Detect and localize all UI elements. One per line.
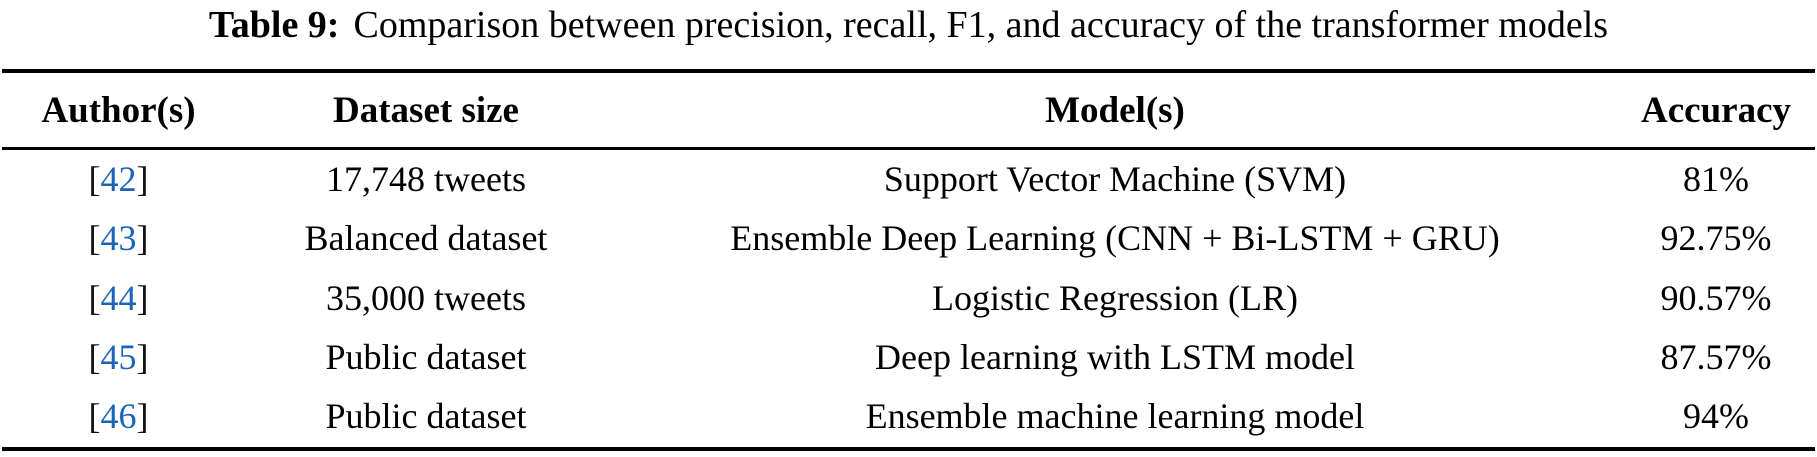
citation-bracket-open: [: [88, 158, 101, 199]
column-header-accuracy: Accuracy: [1641, 90, 1791, 132]
model-cell: Support Vector Machine (SVM): [883, 158, 1347, 199]
citation-cell: [43]: [88, 218, 149, 259]
citation-bracket-open: [: [88, 396, 101, 437]
dataset-size-cell: Public dataset: [325, 337, 527, 378]
citation-cell: [45]: [88, 337, 149, 378]
model-cell: Logistic Regression (LR): [932, 277, 1298, 318]
table-caption-text: Comparison between precision, recall, F1…: [353, 4, 1609, 46]
table-header-rule: [2, 147, 1815, 150]
citation-bracket-open: [: [88, 277, 101, 318]
column-header-dataset: Dataset size: [333, 90, 519, 132]
citation-cell: [42]: [88, 158, 149, 200]
table-caption-label: Table 9:: [208, 4, 340, 46]
model-cell: Ensemble Deep Learning (CNN + Bi-LSTM + …: [730, 218, 1500, 259]
table-top-rule: [2, 69, 1815, 73]
table-bottom-rule: [2, 447, 1815, 451]
accuracy-cell: 92.75%: [1660, 218, 1772, 259]
citation-link[interactable]: 44: [100, 277, 137, 318]
citation-bracket-close: ]: [136, 277, 149, 318]
dataset-size-cell: Public dataset: [325, 396, 527, 437]
citation-link[interactable]: 43: [100, 218, 137, 259]
model-cell: Deep learning with LSTM model: [875, 337, 1355, 378]
citation-bracket-close: ]: [136, 158, 149, 199]
citation-link[interactable]: 45: [100, 337, 137, 378]
citation-bracket-close: ]: [136, 396, 149, 437]
citation-bracket-open: [: [88, 218, 101, 259]
accuracy-cell: 94%: [1683, 396, 1749, 437]
citation-bracket-close: ]: [136, 218, 149, 259]
citation-bracket-close: ]: [136, 337, 149, 378]
accuracy-cell: 90.57%: [1660, 277, 1772, 318]
citation-cell: [46]: [89, 397, 149, 437]
dataset-size-cell: Balanced dataset: [304, 218, 548, 259]
accuracy-cell: 81%: [1683, 158, 1749, 199]
dataset-size-cell: 35,000 tweets: [326, 277, 526, 318]
column-header-models: Model(s): [1045, 90, 1185, 132]
table-caption: Table 9: Comparison between precision, re…: [0, 2, 1817, 48]
citation-link[interactable]: 46: [100, 396, 137, 437]
dataset-size-cell: 17,748 tweets: [326, 158, 526, 199]
accuracy-cell: 87.57%: [1660, 337, 1772, 378]
citation-cell: [44]: [88, 277, 149, 319]
model-cell: Ensemble machine learning model: [865, 396, 1365, 437]
citation-bracket-open: [: [88, 337, 101, 378]
comparison-table: Author(s) Dataset size Model(s) Accuracy…: [0, 73, 1817, 447]
column-header-authors: Author(s): [41, 90, 196, 132]
citation-link[interactable]: 42: [100, 158, 137, 199]
